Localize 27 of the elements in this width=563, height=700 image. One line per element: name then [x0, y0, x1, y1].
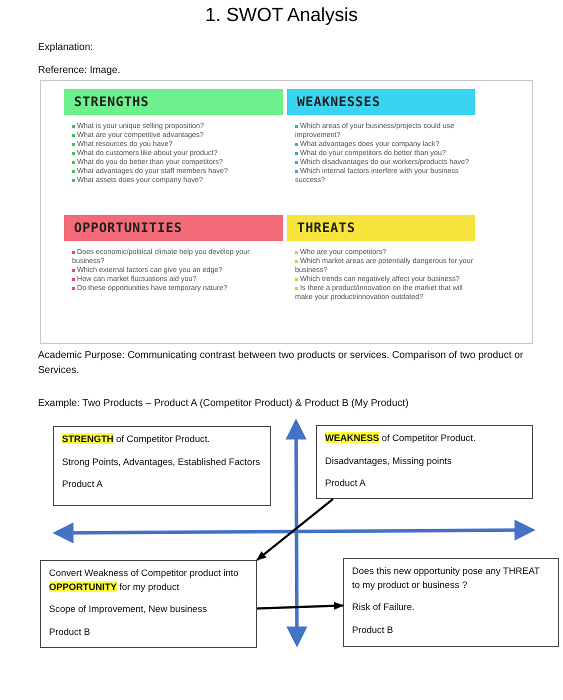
card-text: Risk of Failure. — [352, 600, 416, 614]
note-card — [316, 425, 533, 499]
card-text: Strong Points, Advantages, Established Factors — [62, 454, 262, 468]
quadrant-heading: OPPORTUNITIES — [64, 215, 283, 241]
arrow — [256, 498, 334, 561]
card-text: Does this new opportunity pose any THREAT to my product or business ? — [352, 564, 541, 592]
card-text: Product A — [62, 477, 104, 491]
note-card — [40, 560, 257, 648]
page-title: 1. SWOT Analysis — [204, 5, 359, 27]
card-text: WEAKNESS of Competitor Product. — [325, 431, 477, 445]
card-text: Product A — [325, 476, 367, 490]
paragraph-text: Example: Two Products – Product A (Competitor Product) & Product B (My Product) — [38, 397, 410, 411]
note-card — [53, 426, 271, 506]
card-text: STRENGTH of Competitor Product. — [62, 432, 211, 446]
card-text: Disadvantages, Missing points — [325, 454, 453, 468]
paragraph-text: Academic Purpose: Communicating contrast between two products or services. Comparison of two product or Services. — [38, 349, 524, 378]
quadrant-heading: THREATS — [287, 215, 475, 241]
note-text: Reference: Image. — [38, 64, 122, 78]
arrow — [256, 602, 344, 610]
quadrant-heading: WEAKNESSES — [287, 89, 475, 115]
card-text: Product B — [49, 624, 92, 638]
quadrant-heading: STRENGTHS — [64, 89, 283, 115]
card-text: Product B — [352, 622, 394, 636]
note-text: Explanation: — [38, 41, 94, 55]
card-text: Convert Weakness of Competitor product into OPPORTUNITY for my product — [49, 566, 240, 594]
note-card — [343, 558, 559, 647]
card-text: Scope of Improvement, New business — [49, 602, 208, 616]
